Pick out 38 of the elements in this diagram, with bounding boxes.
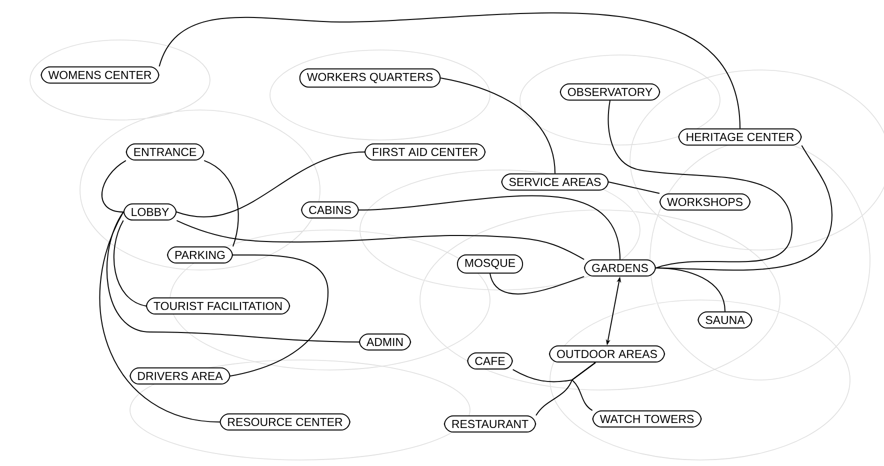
bubble-node: MOSQUE: [456, 254, 524, 274]
connector: [102, 160, 126, 212]
bubble-node: PARKING: [167, 246, 233, 264]
bubble-node: OBSERVATORY: [560, 83, 660, 101]
bubble-node: ADMIN: [358, 334, 412, 350]
bubble-node: CABINS: [301, 201, 359, 219]
bubble-node: SAUNA: [698, 311, 752, 329]
bubble-node: WOMENS CENTER: [40, 66, 160, 84]
connector: [440, 78, 556, 174]
connector: [106, 212, 360, 342]
connector: [158, 12, 740, 129]
connector: [113, 220, 146, 306]
bubble-node: HERITAGE CENTER: [678, 128, 802, 146]
bubble-node: ENTRANCE: [126, 143, 204, 161]
connector: [176, 152, 365, 218]
connector: [358, 195, 620, 260]
connector: [608, 182, 660, 194]
bubble-node: SERVICE AREAS: [501, 173, 609, 191]
bubble-node: OUTDOOR AREAS: [549, 345, 665, 363]
bubble-node: CAFE: [467, 352, 513, 370]
connector: [490, 273, 585, 294]
bubble-node: FIRST AID CENTER: [364, 143, 486, 161]
bubble-node: TOURIST FACILITATION: [146, 297, 290, 315]
bubble-node: GARDENS: [584, 259, 656, 277]
bubble-node: WORKERS QUARTERS: [299, 68, 441, 88]
connector: [572, 362, 596, 411]
bubble-node: RESOURCE CENTER: [220, 413, 350, 431]
bubble-node: RESTAURANT: [444, 415, 536, 433]
bubble-node: DRIVERS AREA: [130, 367, 230, 385]
bubble-node: LOBBY: [123, 203, 177, 221]
connector: [608, 100, 792, 268]
bubble-node: WORKSHOPS: [659, 193, 751, 211]
connector: [230, 254, 328, 376]
connector: [100, 212, 220, 422]
bubble-node: WATCH TOWERS: [592, 410, 702, 428]
connector: [655, 268, 726, 312]
connector: [204, 160, 239, 247]
connector: [176, 220, 585, 260]
